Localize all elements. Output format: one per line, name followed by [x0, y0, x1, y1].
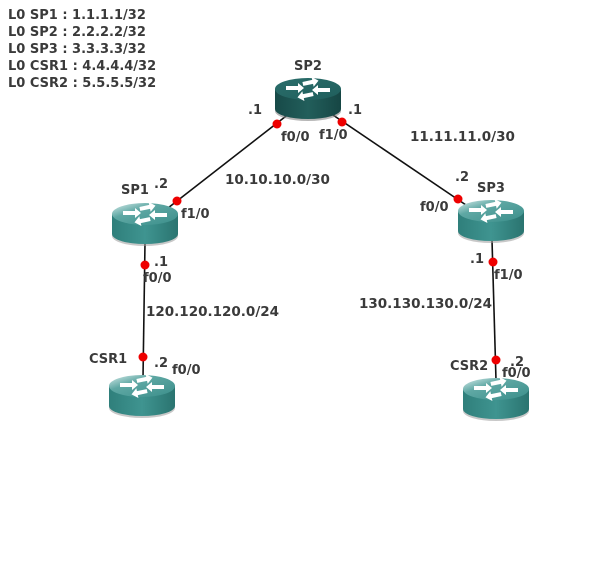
loopback-line: L0 CSR2 : 5.5.5.5/32 — [8, 76, 156, 91]
interface-label: f1/0 — [181, 207, 210, 222]
router-sp3[interactable]: SP3 — [458, 181, 524, 243]
port-dot — [140, 260, 150, 270]
router-name: CSR1 — [89, 352, 127, 367]
host-label: .2 — [154, 356, 168, 371]
interface-label: f0/0 — [420, 200, 449, 215]
port-dot — [272, 119, 282, 129]
port-dot — [453, 194, 463, 204]
router-icon — [112, 201, 178, 246]
router-icon — [463, 376, 529, 421]
router-name: SP3 — [477, 181, 505, 196]
router-name: CSR2 — [450, 359, 488, 374]
host-label: .1 — [154, 255, 168, 270]
loopback-line: L0 SP3 : 3.3.3.3/32 — [8, 42, 146, 57]
router-csr2[interactable]: CSR2 — [450, 359, 529, 421]
router-icon — [458, 198, 524, 243]
router-sp1[interactable]: SP1 — [112, 183, 178, 246]
interface-label: f0/0 — [143, 271, 172, 286]
port-dot — [488, 257, 498, 267]
interface-label: f1/0 — [319, 128, 348, 143]
link-sp2-sp3 — [329, 112, 467, 206]
port-dot — [337, 117, 347, 127]
interface-label: f0/0 — [172, 363, 201, 378]
loopback-line: L0 SP1 : 1.1.1.1/32 — [8, 8, 146, 23]
port-dot — [491, 355, 501, 365]
port-dot — [138, 352, 148, 362]
router-sp2[interactable]: SP2 — [275, 59, 341, 121]
router-icon — [109, 373, 175, 418]
router-icon — [275, 76, 341, 121]
port-dot — [172, 196, 182, 206]
loopback-legend: L0 SP1 : 1.1.1.1/32 L0 SP2 : 2.2.2.2/32 … — [8, 8, 156, 91]
router-name: SP1 — [121, 183, 149, 198]
subnet-label: 120.120.120.0/24 — [146, 304, 279, 320]
host-label: .1 — [348, 103, 362, 118]
subnet-label: 10.10.10.0/30 — [225, 172, 330, 188]
loopback-line: L0 SP2 : 2.2.2.2/32 — [8, 25, 146, 40]
router-name: SP2 — [294, 59, 322, 74]
host-label: .2 — [510, 355, 524, 370]
host-label: .2 — [455, 170, 469, 185]
subnet-label: 130.130.130.0/24 — [359, 296, 492, 312]
subnet-label: 11.11.11.0/30 — [410, 129, 515, 145]
host-label: .1 — [470, 252, 484, 267]
interface-label: f0/0 — [502, 366, 531, 381]
loopback-line: L0 CSR1 : 4.4.4.4/32 — [8, 59, 156, 74]
host-label: .1 — [248, 103, 262, 118]
host-label: .2 — [154, 177, 168, 192]
router-csr1[interactable]: CSR1 — [89, 352, 175, 418]
interface-label: f1/0 — [494, 268, 523, 283]
interface-label: f0/0 — [281, 130, 310, 145]
link-sp2-sp1 — [167, 112, 291, 209]
